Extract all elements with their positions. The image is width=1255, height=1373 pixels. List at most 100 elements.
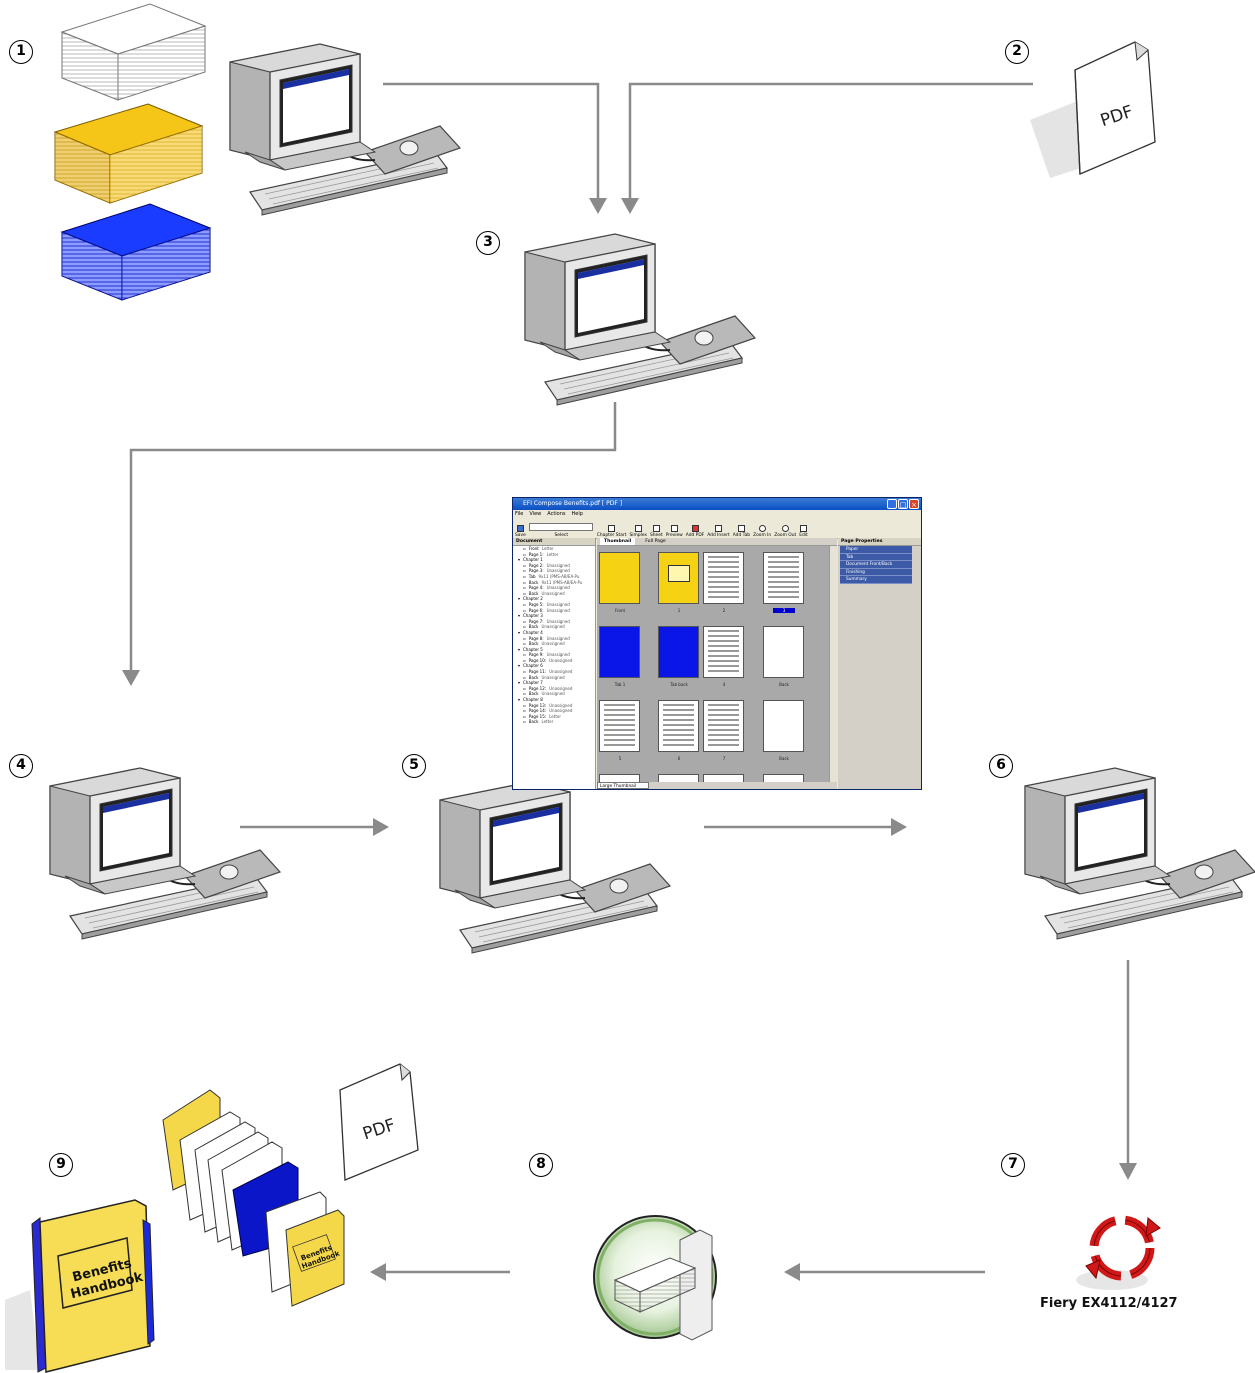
tree-item-label: Chapter 3 bbox=[523, 613, 543, 619]
chapter-icon: ▾ bbox=[518, 629, 521, 635]
page-thumbnail[interactable] bbox=[599, 626, 640, 678]
tree-item[interactable]: ▾Chapter 3 bbox=[513, 613, 595, 619]
tree-item-info: Unassigned bbox=[549, 657, 573, 663]
simplex-label: Simplex bbox=[629, 533, 647, 538]
property-finishing[interactable]: Finishing bbox=[840, 568, 912, 576]
tree-item[interactable]: ▫Page 12:Unassigned bbox=[513, 686, 595, 692]
tab-thumbnail[interactable]: Thumbnail bbox=[600, 538, 636, 545]
select-box[interactable] bbox=[529, 523, 594, 531]
tree-item-label: Page 12: bbox=[528, 685, 547, 691]
tree-item[interactable]: ▫Page 10:Unassigned bbox=[513, 658, 595, 664]
tree-item[interactable]: ▫Page 9:Unassigned bbox=[513, 652, 595, 658]
property-paper[interactable]: Paper bbox=[840, 546, 912, 554]
page-thumbnail[interactable] bbox=[763, 626, 804, 678]
pdf-document-icon: PDF bbox=[1030, 41, 1156, 178]
tree-item[interactable]: ▫Page 8:Unassigned bbox=[513, 636, 595, 642]
page-thumbnail[interactable] bbox=[658, 700, 699, 752]
chapter-start-button[interactable]: Chapter Start bbox=[597, 525, 626, 538]
tree-item[interactable]: ▫Page 7:Unassigned bbox=[513, 619, 595, 625]
menu-actions[interactable]: Actions bbox=[547, 511, 566, 517]
menu-bar: File View Actions Help bbox=[513, 510, 921, 518]
tree-item-info: 9x11 (PMS-AB/EA-Pu bbox=[538, 573, 580, 579]
page-thumbnail[interactable] bbox=[599, 552, 640, 604]
sheet-label: Sheet bbox=[649, 533, 663, 538]
tree-item[interactable]: ▫Page 11:Unassigned bbox=[513, 669, 595, 675]
sheet-icon bbox=[652, 525, 660, 532]
chapter-icon: ▾ bbox=[518, 596, 521, 602]
tree-item[interactable]: ▾Chapter 4 bbox=[513, 630, 595, 636]
save-button[interactable]: Save bbox=[515, 525, 526, 538]
tab-full-page[interactable]: Full Page bbox=[645, 539, 666, 544]
tree-item[interactable]: ▫Page 4:Unassigned bbox=[513, 585, 595, 591]
menu-file[interactable]: File bbox=[515, 511, 524, 517]
tree-item[interactable]: ▫Page 3:Unassigned bbox=[513, 568, 595, 574]
page-thumbnail[interactable] bbox=[703, 774, 744, 782]
tree-item[interactable]: ▾Chapter 7 bbox=[513, 680, 595, 686]
page-icon: ▫ bbox=[523, 607, 526, 613]
minimize-button[interactable]: _ bbox=[887, 499, 897, 509]
tree-item-info: Unassigned bbox=[549, 669, 573, 675]
page-thumbnail[interactable] bbox=[658, 626, 699, 678]
tree-item[interactable]: ▾Chapter 1 bbox=[513, 557, 595, 563]
thumbnail-scrollbar[interactable] bbox=[829, 546, 838, 782]
add-insert-button[interactable]: Add Insert bbox=[707, 525, 730, 538]
zoom-out-label: Zoom Out bbox=[774, 533, 797, 538]
maximize-button[interactable]: □ bbox=[898, 499, 908, 509]
edit-button[interactable]: Edit bbox=[799, 525, 808, 538]
page-thumbnail[interactable] bbox=[599, 774, 640, 782]
tree-item[interactable]: ▾Chapter 6 bbox=[513, 663, 595, 669]
tree-item[interactable]: ▫Page 6:Unassigned bbox=[513, 608, 595, 614]
page-thumbnail[interactable] bbox=[763, 552, 804, 604]
close-button[interactable]: × bbox=[909, 499, 919, 509]
tree-item[interactable]: ▫Page 13:Unassigned bbox=[513, 703, 595, 709]
property-document-front-back[interactable]: Document Front/Back bbox=[840, 561, 912, 569]
tree-item[interactable]: ▾Chapter 8 bbox=[513, 697, 595, 703]
tree-item[interactable]: ▫Page 15:Letter bbox=[513, 714, 595, 720]
property-tab[interactable]: Tab bbox=[840, 553, 912, 561]
menu-view[interactable]: View bbox=[529, 511, 542, 517]
zoom-in-button[interactable]: Zoom In bbox=[753, 525, 771, 538]
property-summary[interactable]: Summary bbox=[840, 576, 912, 584]
page-thumbnail[interactable] bbox=[703, 626, 744, 678]
page-thumbnail[interactable] bbox=[658, 552, 699, 604]
page-thumbnail[interactable] bbox=[703, 552, 744, 604]
select-dropdown[interactable]: Select bbox=[529, 523, 594, 538]
tree-item-info: Unassigned bbox=[546, 568, 570, 574]
step-marker-7: 7 bbox=[1001, 1153, 1025, 1177]
preview-button[interactable]: Preview bbox=[666, 525, 683, 538]
tree-item[interactable]: ▫Page 2:Unassigned bbox=[513, 563, 595, 569]
page-thumbnail[interactable] bbox=[599, 700, 640, 752]
page-thumbnail[interactable] bbox=[703, 700, 744, 752]
tree-item[interactable]: ▾Chapter 2 bbox=[513, 596, 595, 602]
simplex-button[interactable]: Simplex bbox=[629, 525, 647, 538]
computer-icon-1 bbox=[229, 43, 461, 216]
page-thumbnail[interactable] bbox=[658, 774, 699, 782]
page-thumbnail[interactable] bbox=[763, 774, 804, 782]
view-mode-select[interactable]: Large Thumbnail bbox=[597, 782, 649, 789]
edit-icon bbox=[799, 525, 807, 532]
tree-item[interactable]: ▾Chapter 5 bbox=[513, 647, 595, 653]
add-tab-button[interactable]: Add Tab bbox=[733, 525, 750, 538]
tree-item[interactable]: ▫Page 14:Unassigned bbox=[513, 708, 595, 714]
page-thumbnail[interactable] bbox=[763, 700, 804, 752]
menu-help[interactable]: Help bbox=[571, 511, 583, 517]
sheet-button[interactable]: Sheet bbox=[650, 525, 663, 538]
computer-icon-4 bbox=[49, 767, 281, 940]
zoom-out-button[interactable]: Zoom Out bbox=[774, 525, 796, 538]
tree-item[interactable]: ▫Page 5:Unassigned bbox=[513, 602, 595, 608]
add-pdf-button[interactable]: Add PDF bbox=[686, 525, 704, 538]
tree-item[interactable]: ▫Page 1:Letter bbox=[513, 552, 595, 558]
tree-item-label: Page 13: bbox=[528, 702, 547, 708]
page-icon: ▫ bbox=[523, 708, 526, 714]
pdf-output-icon: PDF bbox=[339, 1063, 419, 1181]
